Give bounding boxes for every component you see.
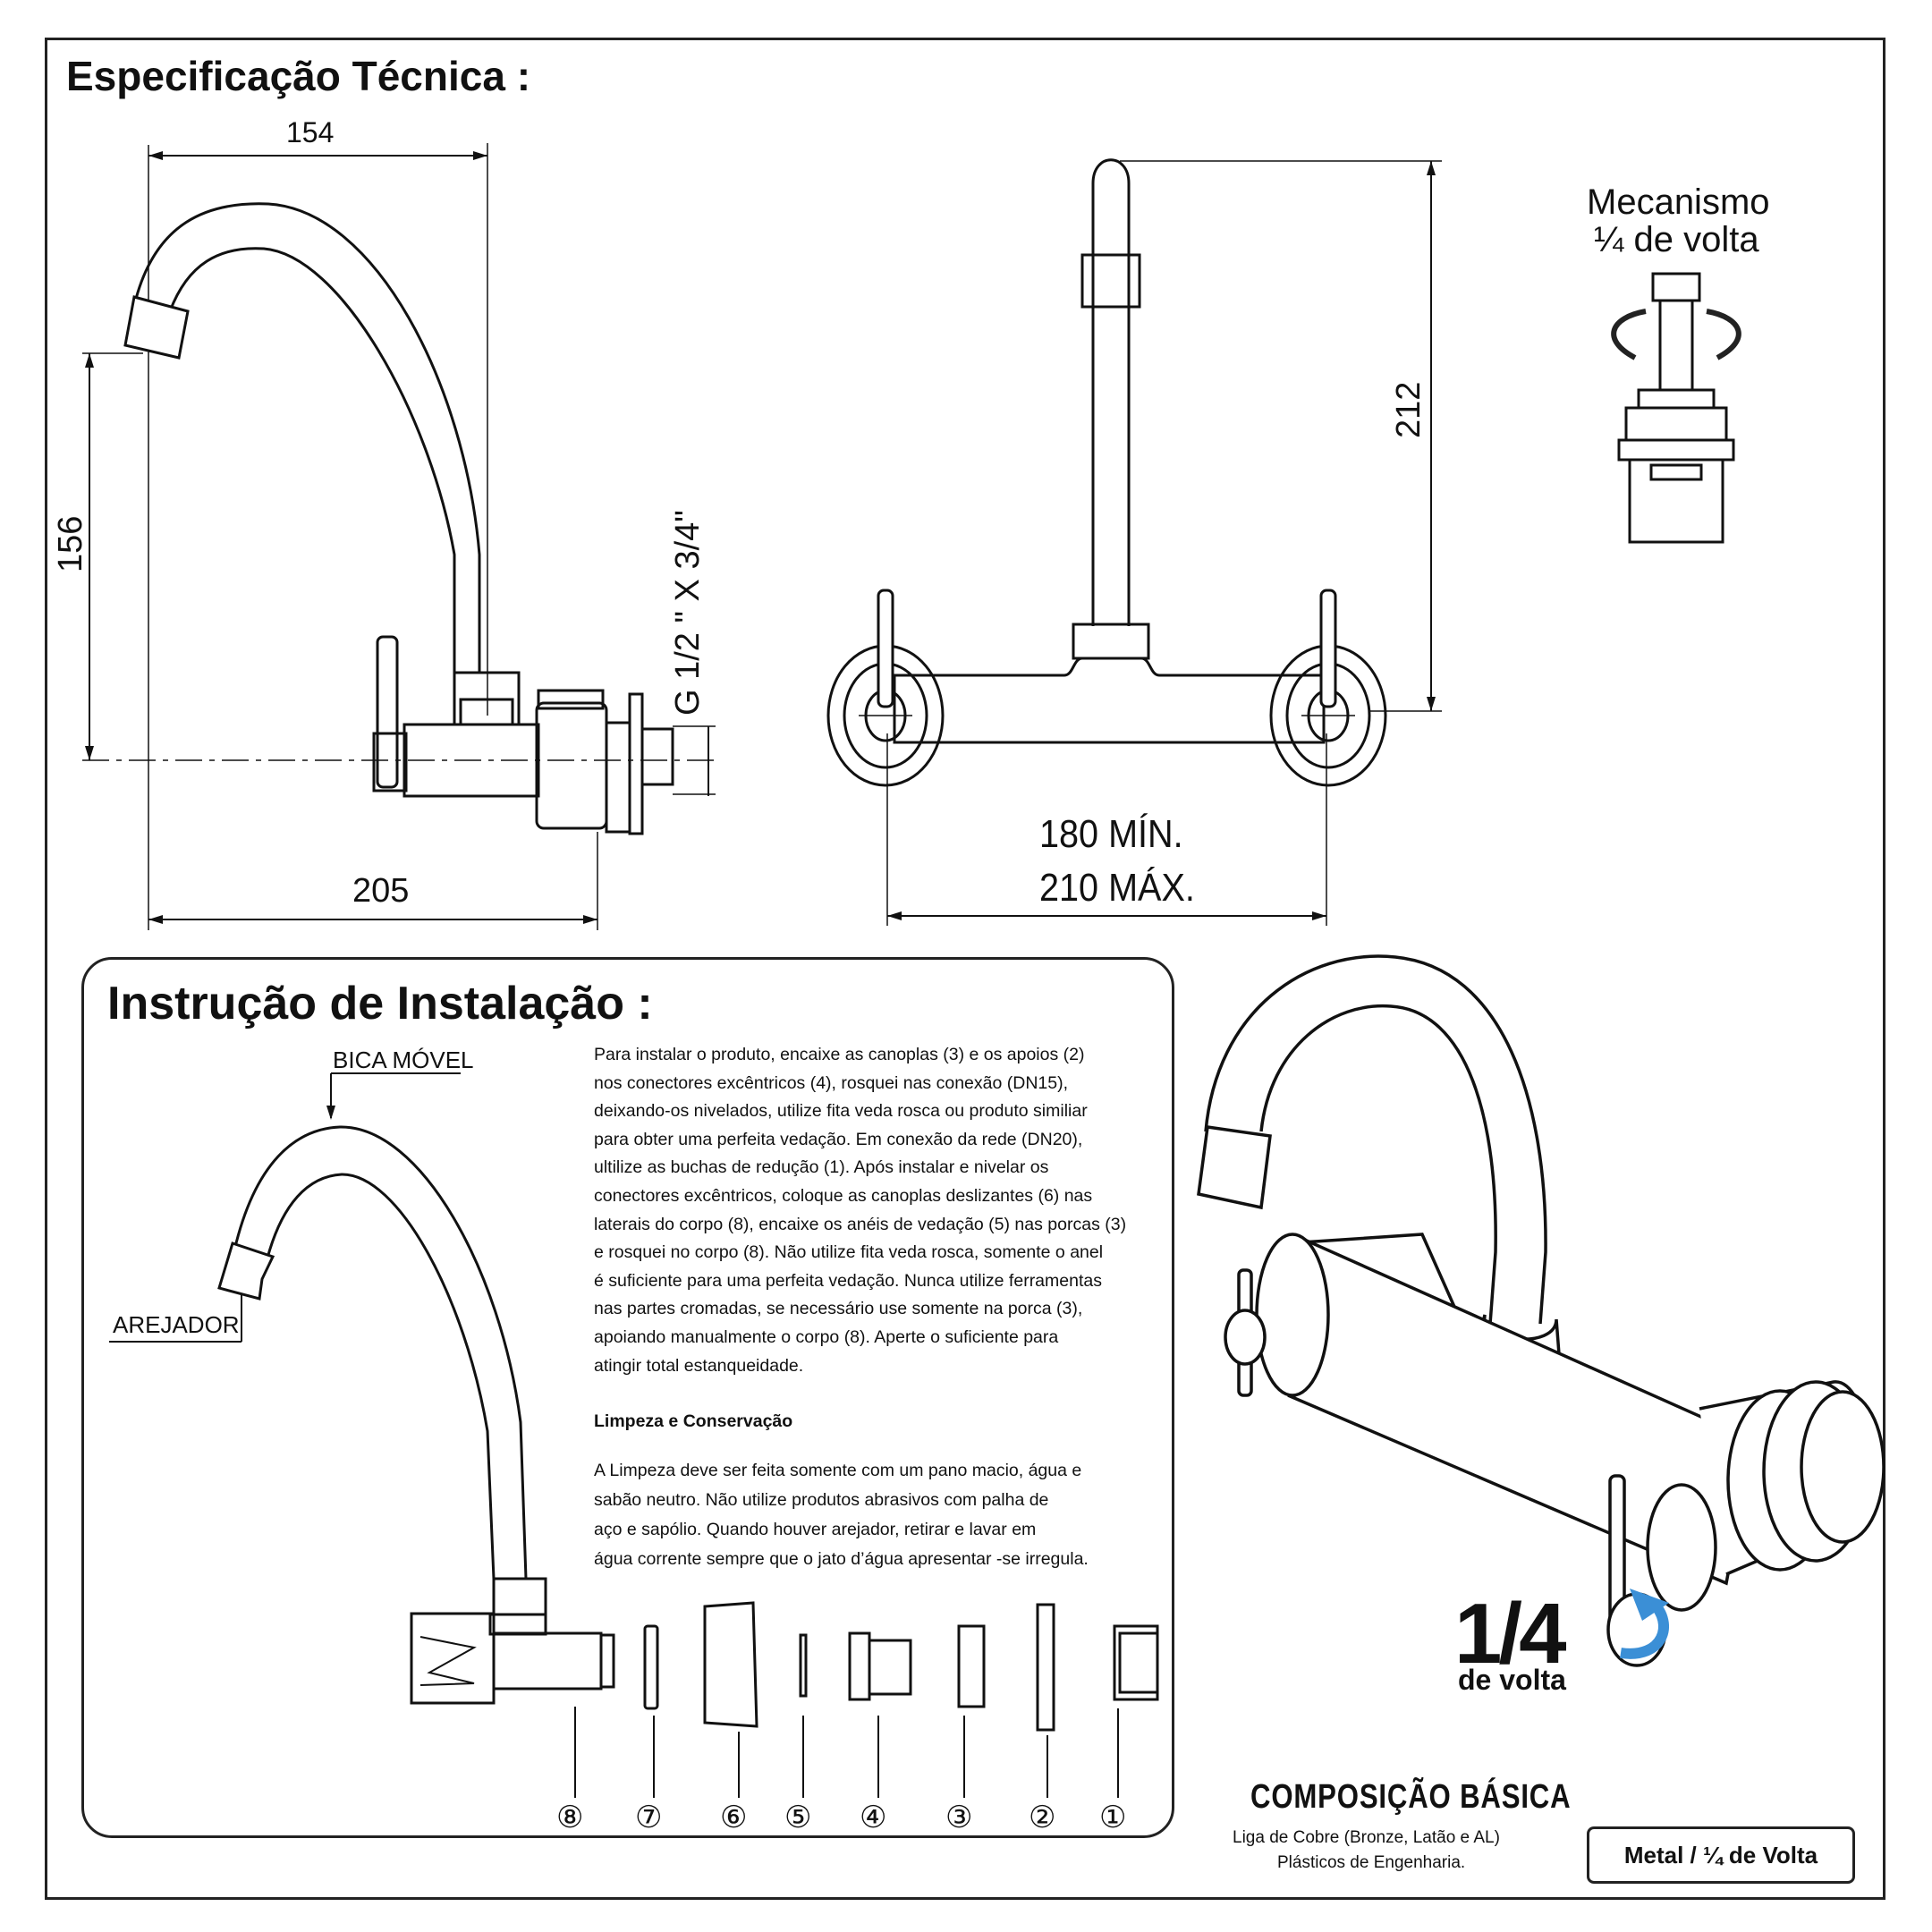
spec-title: Especificação Técnica :: [66, 53, 531, 99]
part-number-1: ①: [1099, 1801, 1127, 1835]
instruction-line: deixando-os nivelados, utilize fita veda…: [594, 1101, 1088, 1122]
instruction-line: apoiando manualmente o corpo (8). Aperte…: [594, 1326, 1059, 1347]
cleaning-line: A Limpeza deve ser feita somente com um …: [594, 1461, 1082, 1480]
side-view-drawing: [82, 143, 716, 930]
dim-height-front: 212: [1390, 381, 1428, 438]
instruction-line: conectores excêntricos, coloque as canop…: [594, 1185, 1093, 1206]
instruction-line: ultilize as buchas de redução (1). Após …: [594, 1157, 1049, 1178]
quarter-turn-arrow-icon: [1620, 1598, 1669, 1659]
part-number-4: ④: [860, 1801, 887, 1835]
cleaning-line: aço e sapólio. Quando houver arejador, r…: [594, 1520, 1037, 1539]
dim-span-max: 210 MÁX.: [1039, 866, 1195, 910]
instruction-line: Para instalar o produto, encaixe as cano…: [594, 1045, 1085, 1064]
part-number-7: ⑦: [635, 1801, 663, 1835]
instruction-line: atingir total estanqueidade.: [594, 1355, 804, 1376]
part-number-6: ⑥: [720, 1801, 748, 1835]
mechanism-sublabel: ¼ de volta: [1594, 220, 1759, 259]
material-badge: Metal / ¼ de Volta: [1587, 1826, 1855, 1884]
installation-panel: [81, 957, 1174, 1838]
callout-aerator: AREJADOR: [113, 1311, 240, 1338]
callout-spout: BICA MÓVEL: [333, 1046, 474, 1073]
cleaning-line: sabão neutro. Não utilize produtos abras…: [594, 1490, 1049, 1510]
instruction-line: para obter uma perfeita vedação. Em cone…: [594, 1129, 1083, 1149]
dim-span-min: 180 MÍN.: [1039, 812, 1183, 856]
cartridge-drawing: [1611, 272, 1741, 544]
composition-title: COMPOSIÇÃO BÁSICA: [1250, 1778, 1572, 1816]
part-number-3: ③: [945, 1801, 973, 1835]
installation-instructions: Para instalar o produto, encaixe as cano…: [594, 1041, 1175, 1380]
part-number-2: ②: [1029, 1801, 1056, 1835]
instruction-line: nas partes cromadas, se necessário use s…: [594, 1299, 1083, 1319]
part-number-8: ⑧: [556, 1801, 584, 1835]
product-perspective-drawing: [1197, 954, 1885, 1667]
dim-thread: G 1/2 " X 3/4": [669, 510, 707, 716]
instruction-line: é suficiente para uma perfeita vedação. …: [594, 1270, 1102, 1291]
exploded-view-drawing: [109, 1072, 1159, 1798]
dim-height-left: 156: [52, 515, 89, 572]
quarter-turn-label: 1/4: [1454, 1586, 1566, 1682]
dim-width-bottom: 205: [352, 872, 410, 910]
installation-title: Instrução de Instalação :: [107, 978, 653, 1030]
cleaning-instructions: A Limpeza deve ser feita somente com um …: [594, 1456, 1166, 1574]
instruction-line: e rosquei no corpo (8). Não utilize fita…: [594, 1242, 1104, 1263]
part-number-5: ⑤: [784, 1801, 812, 1835]
mechanism-label: Mecanismo: [1587, 182, 1770, 222]
dim-width-top: 154: [286, 116, 335, 148]
composition-line-1: Liga de Cobre (Bronze, Latão e AL): [1233, 1828, 1500, 1847]
quarter-turn-sublabel: de volta: [1458, 1664, 1566, 1696]
cleaning-title: Limpeza e Conservação: [594, 1411, 793, 1431]
instruction-line: nos conectores excêntricos (4), rosquei …: [594, 1072, 1069, 1093]
front-view-drawing: [826, 158, 1442, 926]
instruction-line: laterais do corpo (8), encaixe os anéis …: [594, 1214, 1127, 1234]
spec-sheet-frame: [45, 38, 1885, 1900]
cleaning-line: água corrente sempre que o jato d’água a…: [594, 1549, 1089, 1569]
composition-line-2: Plásticos de Engenharia.: [1277, 1853, 1466, 1872]
